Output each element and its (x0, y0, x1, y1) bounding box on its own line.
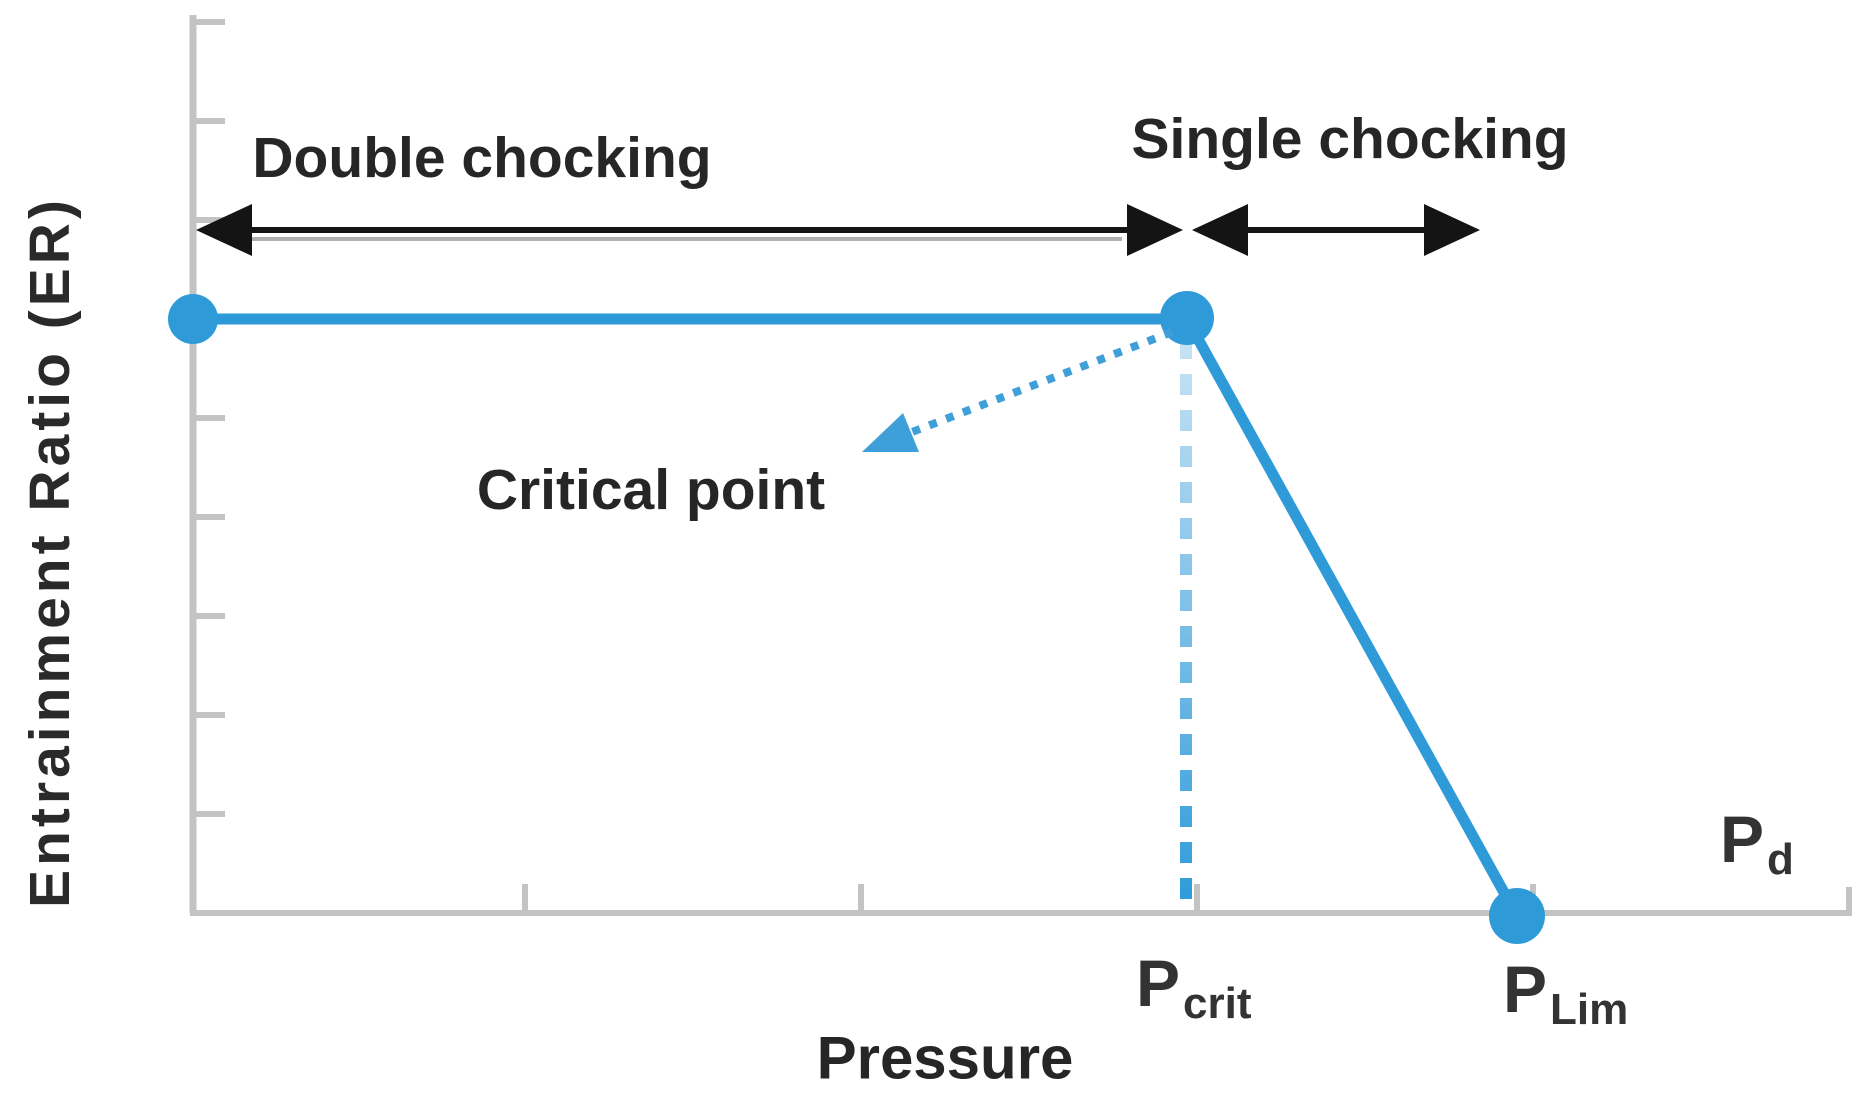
arrowhead-left-icon (1192, 204, 1248, 256)
plim-point-marker (1489, 888, 1545, 944)
y-axis-ticks (196, 19, 225, 817)
pd-symbol: P (1720, 802, 1765, 876)
pcrit-subscript: crit (1183, 979, 1252, 1028)
double-chocking-arrow (196, 204, 1183, 256)
x-axis-ticks (522, 884, 1536, 910)
er-curve (193, 313, 1522, 919)
y-axis-label: Entrainment Ratio (ER) (18, 196, 82, 908)
plim-symbol: P (1503, 952, 1548, 1026)
single-chocking-arrow (1192, 204, 1480, 256)
annotation-arrow-shaft (910, 328, 1174, 436)
plim-subscript: Lim (1550, 985, 1629, 1034)
x-axis-label: Pressure (816, 1024, 1074, 1092)
pcrit-label: P crit (1136, 950, 1252, 1026)
arrowhead-right-icon (1424, 204, 1480, 256)
arrowhead-left-icon (196, 204, 252, 256)
annotation-arrowhead-icon (862, 413, 919, 452)
x-axis (190, 887, 1852, 916)
pd-label: P d (1720, 806, 1794, 882)
critical-point-annotation-arrow (862, 328, 1174, 452)
pcrit-symbol: P (1136, 946, 1181, 1020)
curve-start-point-marker (168, 294, 218, 344)
double-chocking-label: Double chocking (252, 126, 712, 190)
single-chocking-label: Single chocking (1131, 107, 1569, 171)
pd-subscript: d (1767, 835, 1794, 884)
critical-point-marker (1160, 291, 1214, 345)
plim-label: P Lim (1503, 956, 1628, 1032)
critical-point-label: Critical point (476, 458, 826, 522)
arrowhead-right-icon (1127, 204, 1183, 256)
